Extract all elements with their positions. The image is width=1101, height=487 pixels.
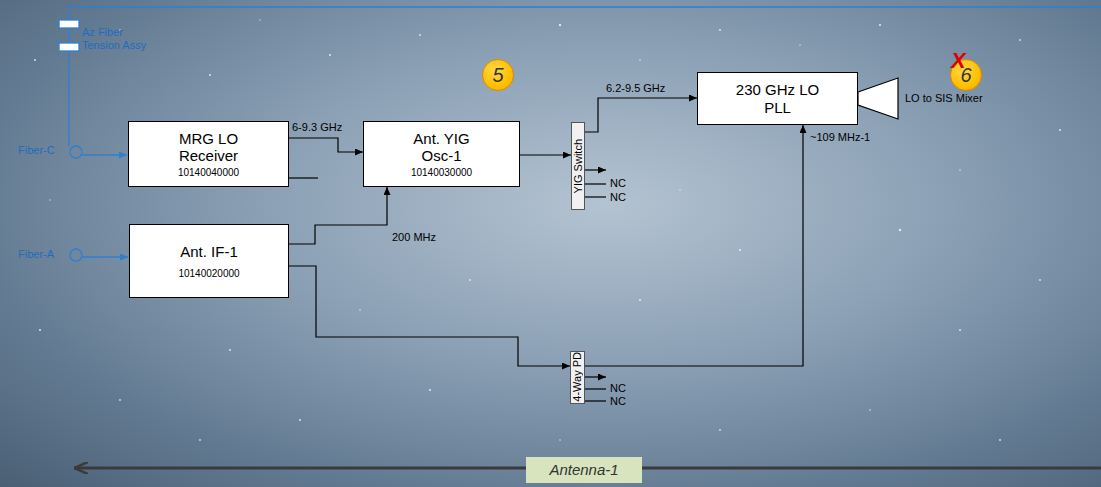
fiber-line: [69, 7, 1101, 20]
oscillator-box: Ant. YIG Osc-1 10140030000: [363, 121, 520, 187]
nc-label: NC: [610, 382, 626, 395]
node-title: 230 GHz LO PLL: [728, 81, 828, 116]
fiber-loop: [70, 146, 82, 158]
signal-connector: [585, 98, 697, 132]
part-number: 10140030000: [411, 167, 472, 179]
node-title: 4-Way PD: [572, 352, 583, 402]
node-title: MRG LO Receiver: [159, 130, 259, 165]
node-content: 230 GHz LO PLL: [728, 81, 828, 116]
fiber-label: Fiber-C: [18, 144, 55, 157]
node-title: 5: [492, 64, 503, 87]
node-title: Ant. IF-1: [180, 243, 238, 260]
node-title: Antenna-1: [549, 461, 618, 478]
stub-wire: [289, 177, 318, 178]
signal-connector: [289, 138, 363, 152]
node-content: YIG Switch: [573, 139, 584, 193]
stub-wires: [289, 170, 606, 401]
stub-wire: [585, 183, 606, 184]
fault-mark: X: [951, 48, 966, 73]
fiber-line: [68, 28, 69, 43]
stub-wire: [585, 376, 606, 377]
tension-block: [59, 20, 79, 28]
nc-label: NC: [610, 395, 626, 408]
fiber-line: [82, 256, 128, 257]
signal-connector: [520, 154, 571, 155]
antenna-band: Antenna-1: [526, 457, 642, 483]
node-content: Ant. IF-1 10140020000: [178, 243, 239, 280]
signal-label: 200 MHz: [392, 231, 436, 244]
pll-box: 230 GHz LO PLL: [697, 72, 858, 125]
part-number: 10140040000: [178, 167, 239, 179]
stub-wire: [585, 196, 606, 197]
node-content: Antenna-1: [549, 461, 618, 478]
fiber-label: Fiber-A: [18, 248, 54, 261]
callout-number: 5: [482, 59, 514, 91]
assembly-label: Az Fiber Tension Assy: [82, 26, 152, 51]
stub-wire: [585, 388, 606, 389]
fiber-line: [68, 51, 69, 146]
node-content: MRG LO Receiver 10140040000: [159, 130, 259, 179]
output-label: LO to SIS Mixer: [905, 92, 983, 105]
fiber-loop: [70, 249, 82, 261]
signal-connector: [289, 266, 570, 366]
switch-box: YIG Switch: [571, 122, 585, 210]
stub-wire: [585, 400, 606, 401]
node-content: 5: [492, 64, 503, 87]
signal-label: 6-9.3 GHz: [292, 121, 342, 134]
stub-wire: [585, 169, 606, 170]
if-box: Ant. IF-1 10140020000: [129, 224, 289, 298]
node-content: Ant. YIG Osc-1 10140030000: [401, 130, 483, 179]
divider-box: 4-Way PD: [570, 351, 585, 404]
fiber-lines: [59, 7, 1101, 261]
node-title: YIG Switch: [573, 139, 584, 193]
stars: [34, 19, 1061, 441]
tension-block: [59, 43, 79, 51]
nc-label: NC: [610, 191, 626, 204]
node-title: Ant. YIG Osc-1: [401, 130, 483, 165]
signal-connector: [289, 187, 387, 244]
signal-label: 6.2-9.5 GHz: [606, 82, 665, 95]
node-content: 4-Way PD: [572, 352, 583, 402]
part-number: 10140020000: [178, 268, 239, 280]
fiber-line: [82, 154, 127, 155]
signal-connector: [585, 125, 803, 366]
receiver-box: MRG LO Receiver 10140040000: [128, 121, 289, 187]
horn-symbol: [858, 78, 898, 119]
signal-label: ~109 MHz-1: [810, 131, 870, 144]
nc-label: NC: [610, 177, 626, 190]
